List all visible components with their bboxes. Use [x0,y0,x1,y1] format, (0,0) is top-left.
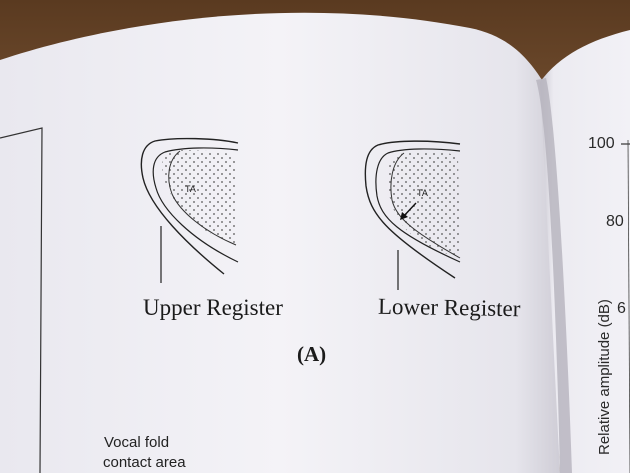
upper-register-diagram [140,137,239,283]
vocal-fold-label-line2: contact area [103,454,186,471]
lower-register-caption: Lower Register [377,293,521,322]
left-page [0,12,560,473]
upper-register-caption: Upper Register [143,295,283,320]
gutter-shadow [536,78,572,473]
tick-label-80: 80 [606,213,624,230]
panel-tag: (A) [297,342,327,366]
tick-label-100: 100 [588,135,615,152]
lower-ta-label: TA [417,188,428,198]
tick-label-60: 6 [617,300,626,317]
upper-ta-label: TA [185,184,196,194]
y-axis-title: Relative amplitude (dB) [596,299,613,455]
margin-frame [0,127,43,473]
lower-register-diagram [364,140,461,290]
vocal-fold-label-line1: Vocal fold [104,434,170,451]
